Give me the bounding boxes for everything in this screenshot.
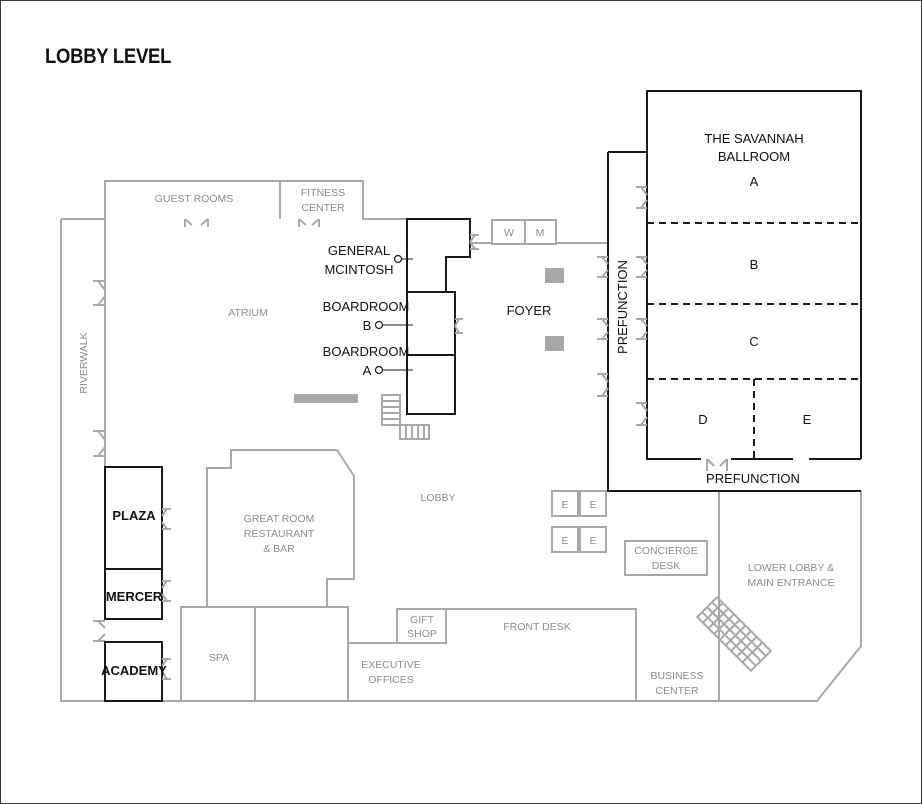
- label-concierge-desk: DESK: [652, 560, 681, 572]
- meeting-rooms: [104, 90, 862, 702]
- map-title: LOBBY LEVEL: [45, 45, 172, 68]
- label-foyer: FOYER: [507, 303, 552, 318]
- label-general-mcintosh: MCINTOSH: [324, 262, 393, 277]
- label-gift-shop: GIFT: [410, 614, 434, 626]
- door-symbols: [93, 218, 320, 642]
- label-ballroom-section-e: E: [803, 412, 812, 427]
- boardroom-a-outline: [406, 354, 456, 415]
- label-executive-offices: OFFICES: [368, 674, 414, 686]
- elevators: [551, 490, 607, 553]
- label-guest-rooms: GUEST ROOMS: [155, 193, 234, 205]
- label-elevator: E: [589, 499, 596, 511]
- great-room-outline: [206, 449, 355, 607]
- boardroom-b-outline: [406, 291, 456, 356]
- label-business-center: CENTER: [655, 685, 699, 697]
- label-fitness-center: FITNESS: [301, 187, 345, 199]
- label-lower-lobby: MAIN ENTRANCE: [748, 577, 835, 589]
- label-boardroom-a: A: [363, 363, 372, 378]
- foyer-pillar: [545, 336, 564, 351]
- general-mcintosh-outline: [406, 218, 471, 293]
- label-mercer: MERCER: [106, 589, 163, 604]
- label-w: W: [504, 227, 514, 239]
- front-desk-outline: [348, 608, 637, 701]
- room-labels: GUEST ROOMS FITNESS CENTER ATRIUM RIVERW…: [78, 131, 834, 697]
- ballroom-outline: [608, 90, 862, 459]
- label-atrium: ATRIUM: [228, 307, 267, 319]
- label-great-room: RESTAURANT: [244, 528, 315, 540]
- pointer-general-mcintosh: [393, 254, 403, 264]
- prefunction-outline: [607, 152, 861, 492]
- label-academy: ACADEMY: [101, 663, 167, 678]
- pointer-boardroom-b: [374, 320, 384, 330]
- label-ballroom-section-d: D: [698, 412, 707, 427]
- meeting-door-symbols: [161, 186, 728, 680]
- pointer-boardroom-a: [374, 365, 384, 375]
- label-boardroom-a: BOARDROOM: [323, 344, 410, 359]
- concierge-desk-outline: [624, 540, 708, 576]
- foyer-pillar: [545, 268, 564, 283]
- label-fitness-center: CENTER: [301, 202, 345, 214]
- label-executive-offices: EXECUTIVE: [361, 659, 421, 671]
- label-plaza: PLAZA: [112, 508, 156, 523]
- gift-shop-outline: [397, 608, 447, 644]
- restroom-m: [524, 219, 557, 245]
- label-business-center: BUSINESS: [650, 670, 703, 682]
- label-great-room: & BAR: [263, 543, 295, 555]
- label-ballroom: THE SAVANNAH: [704, 131, 803, 146]
- label-lower-lobby: LOWER LOBBY &: [748, 562, 834, 574]
- academy-outline: [104, 641, 163, 702]
- label-boardroom-b: BOARDROOM: [323, 299, 410, 314]
- main-entrance-stairs: [695, 595, 773, 673]
- label-riverwalk: RIVERWALK: [78, 332, 90, 393]
- label-elevator: E: [589, 535, 596, 547]
- label-ballroom-section-b: B: [750, 257, 759, 272]
- label-general-mcintosh: GENERAL: [328, 243, 390, 258]
- label-boardroom-b: B: [363, 318, 372, 333]
- label-spa: SPA: [209, 652, 229, 664]
- label-elevator: E: [561, 499, 568, 511]
- label-front-desk: FRONT DESK: [503, 621, 570, 633]
- label-elevator: E: [561, 535, 568, 547]
- building-outline: [60, 180, 862, 702]
- label-prefunction: PREFUNCTION: [706, 471, 800, 486]
- label-lobby: LOBBY: [420, 492, 455, 504]
- label-great-room: GREAT ROOM: [244, 513, 315, 525]
- label-prefunction: PREFUNCTION: [615, 260, 630, 354]
- label-ballroom-section-c: C: [749, 334, 758, 349]
- atrium-bar: [294, 394, 358, 403]
- label-m: M: [536, 227, 545, 239]
- escalator: [381, 394, 430, 440]
- label-gift-shop: SHOP: [407, 628, 437, 640]
- label-concierge-desk: CONCIERGE: [634, 545, 698, 557]
- label-ballroom: BALLROOM: [718, 149, 790, 164]
- label-ballroom-section-a: A: [750, 174, 759, 189]
